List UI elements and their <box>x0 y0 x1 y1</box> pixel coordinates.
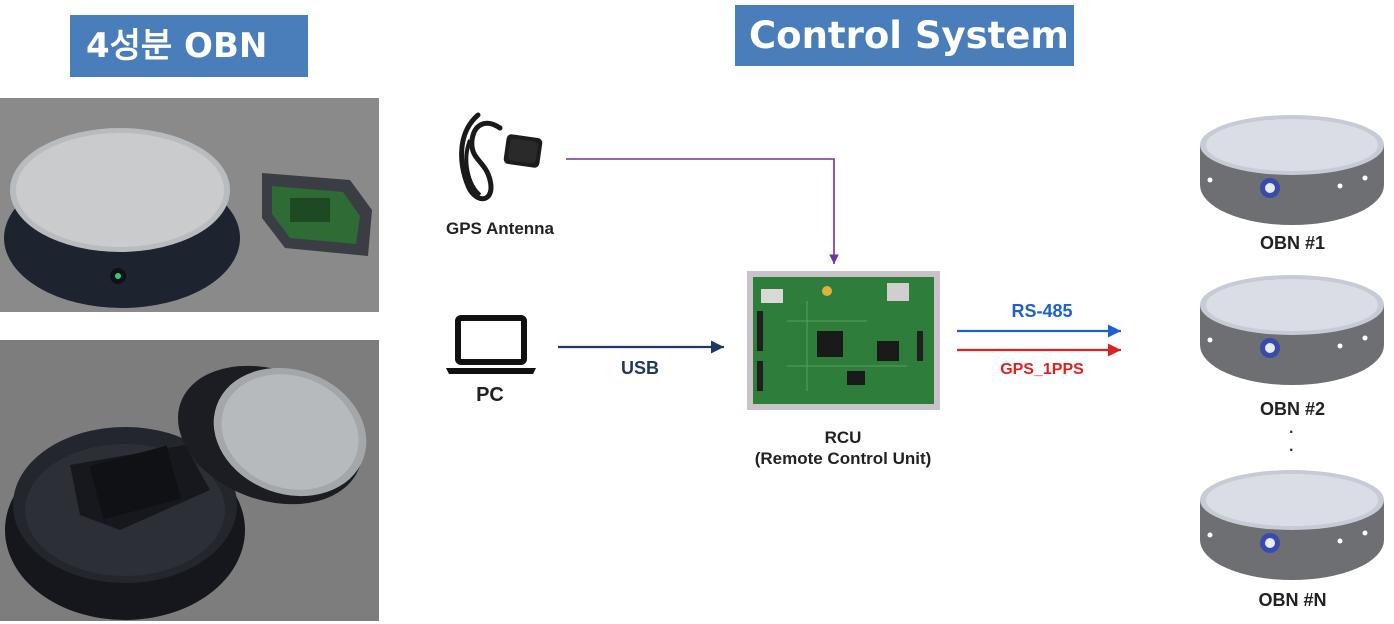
obn-photo-assembled <box>0 98 379 312</box>
obn-1-label: OBN #1 <box>1259 233 1326 253</box>
obn-2-label: OBN #2 <box>1259 399 1326 419</box>
usb-label: USB <box>620 358 659 378</box>
ellipsis-dot-2: . <box>1289 438 1294 455</box>
gps1pps-label: GPS_1PPS <box>1000 361 1084 378</box>
obn-photo-open <box>0 340 379 621</box>
obn-n-label: OBN #N <box>1258 590 1327 610</box>
obn-unit-1-image <box>1200 115 1384 225</box>
obn-unit-2-image <box>1200 275 1384 385</box>
gps-antenna-label: GPS Antenna <box>446 219 554 238</box>
obn-title: 4성분 OBN <box>70 15 308 77</box>
gps-connection-line <box>566 158 839 264</box>
laptop-icon <box>446 315 536 374</box>
rcu-board-image <box>747 271 940 410</box>
gps-antenna-icon <box>459 112 543 202</box>
obn-unit-n-image <box>1200 470 1384 580</box>
rs485-label: RS-485 <box>1011 301 1073 321</box>
rcu-label: RCU (Remote Control Unit) <box>720 427 966 469</box>
ellipsis-dot-1: . <box>1289 420 1294 437</box>
control-system-title: Control System <box>735 5 1074 66</box>
pc-label: PC <box>476 384 504 406</box>
rcu-label-line2: (Remote Control Unit) <box>754 449 932 468</box>
rcu-label-line1: RCU <box>824 428 862 447</box>
